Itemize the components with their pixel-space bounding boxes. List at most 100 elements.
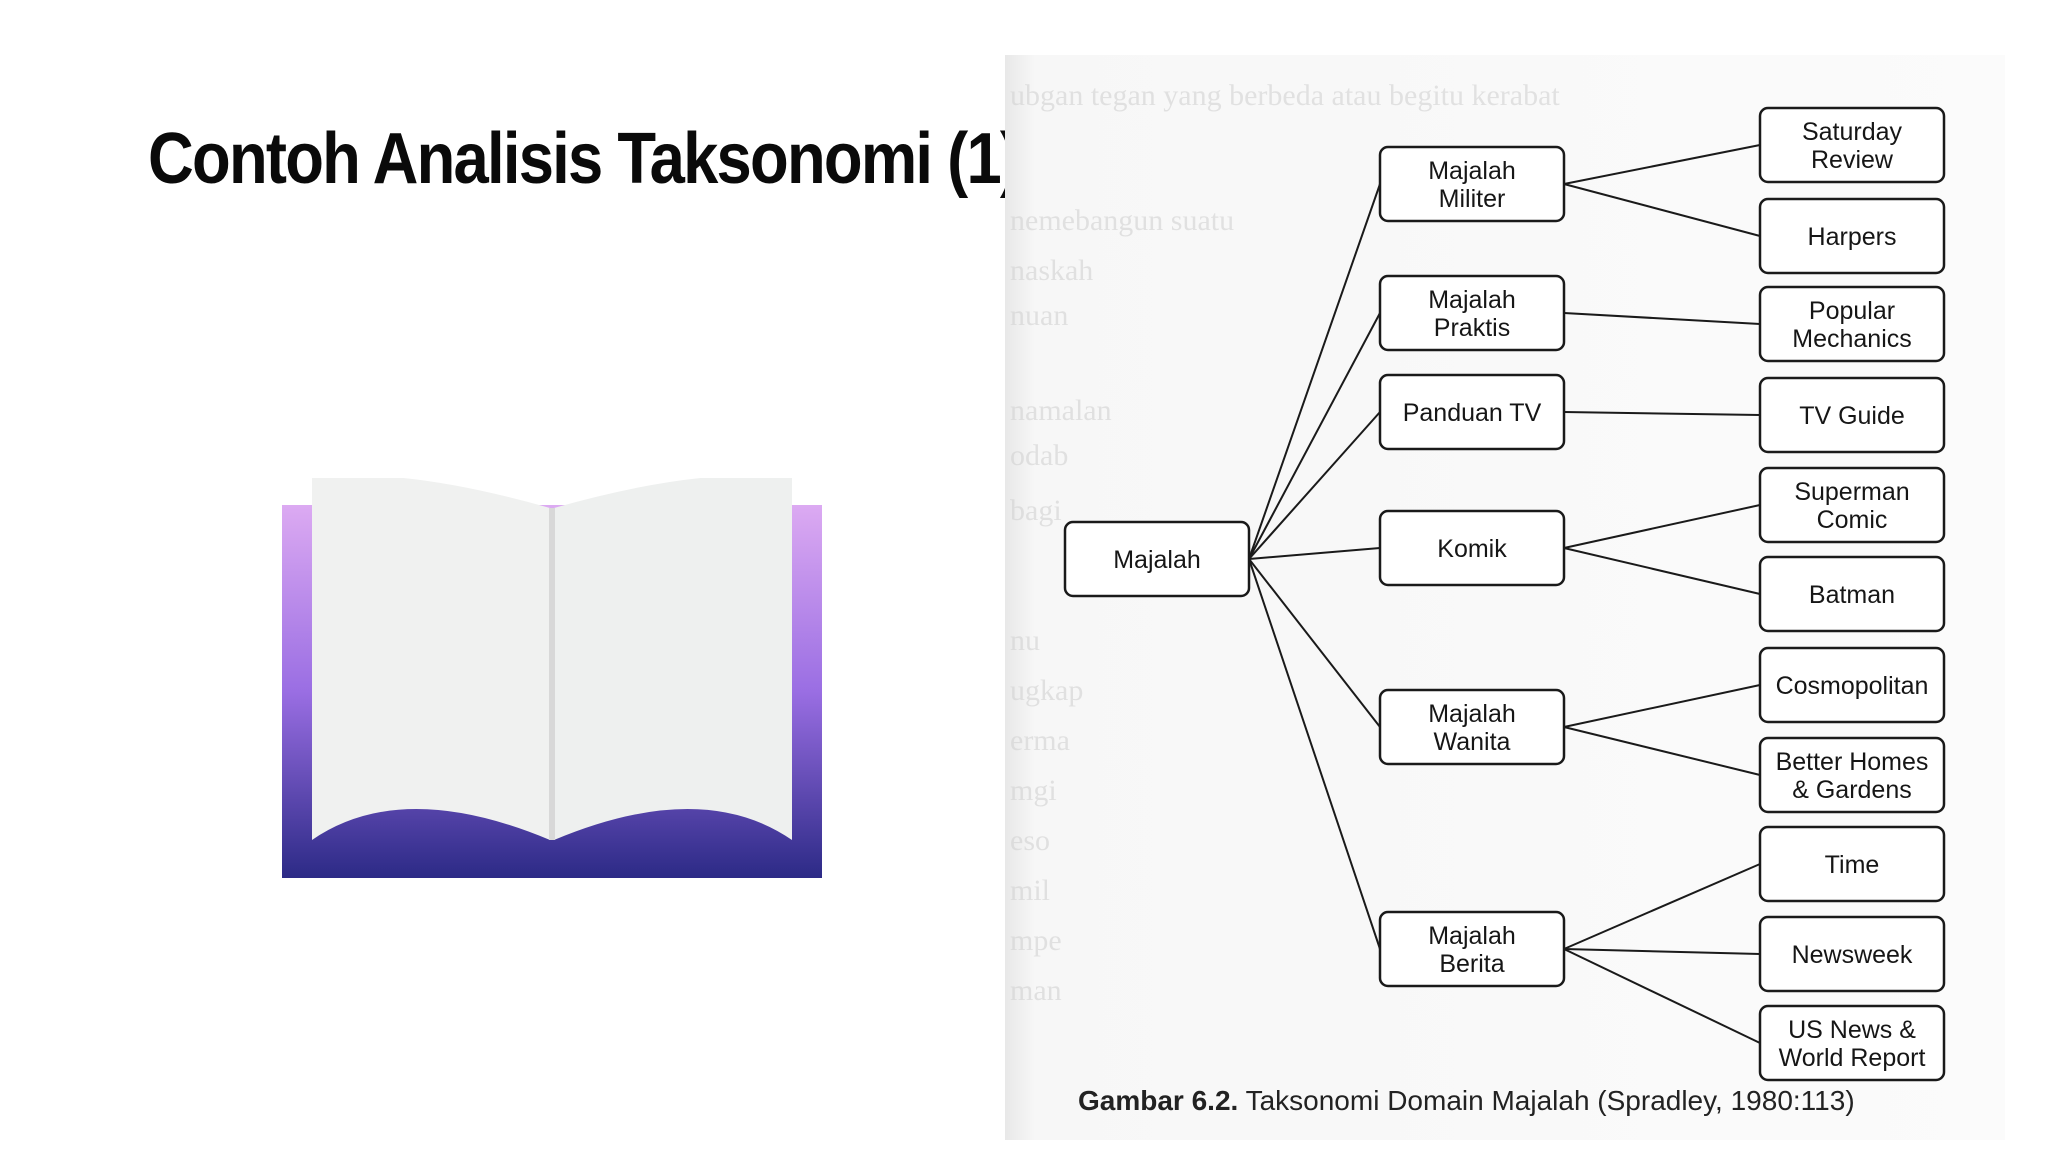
- diagram-edge: [1248, 312, 1381, 560]
- leaf-node: US News &World Report: [1758, 1004, 1946, 1082]
- leaf-node-box: [1758, 197, 1946, 275]
- root-node: Majalah: [1063, 520, 1251, 598]
- svg-text:nuan: nuan: [1010, 299, 1068, 332]
- svg-text:naskah: naskah: [1010, 254, 1093, 287]
- leaf-node-box: [1758, 646, 1946, 724]
- leaf-node-label: Review: [1811, 146, 1894, 174]
- leaf-node-label: Comic: [1817, 506, 1888, 534]
- leaf-node-label: Popular: [1809, 297, 1895, 325]
- diagram-nodes: SaturdayReviewHarpersMajalahMiliterPopul…: [1063, 106, 1946, 1082]
- leaf-node-label: Time: [1825, 851, 1880, 879]
- leaf-node-label: Saturday: [1802, 118, 1903, 146]
- category-node-label: Majalah: [1428, 286, 1516, 314]
- svg-text:mpe: mpe: [1010, 924, 1062, 957]
- leaf-node-box: [1758, 736, 1946, 814]
- leaf-node-label: Superman: [1794, 478, 1909, 506]
- svg-text:man: man: [1010, 974, 1062, 1007]
- svg-text:ubgan tegan yang berbeda atau: ubgan tegan yang berbeda atau begitu ker…: [1010, 79, 1560, 112]
- leaf-node: Newsweek: [1758, 915, 1946, 993]
- diagram-edge: [1563, 183, 1761, 237]
- category-node-label: Majalah: [1428, 922, 1516, 950]
- svg-text:bagi: bagi: [1010, 494, 1062, 527]
- root-node-box: [1063, 520, 1251, 598]
- leaf-node-label: World Report: [1779, 1044, 1926, 1072]
- svg-text:mil: mil: [1010, 874, 1050, 907]
- diagram-edge: [1563, 411, 1761, 416]
- category-node-box: [1378, 910, 1566, 988]
- svg-text:eso: eso: [1010, 824, 1050, 857]
- figure-caption-number: Gambar 6.2.: [1078, 1085, 1238, 1116]
- diagram-edge: [1563, 948, 1761, 1044]
- category-node-label: Berita: [1439, 950, 1504, 978]
- category-node: Panduan TV: [1378, 373, 1566, 451]
- svg-text:mgi: mgi: [1010, 774, 1057, 807]
- category-node-box: [1378, 145, 1566, 223]
- leaf-node-box: [1758, 376, 1946, 454]
- open-book-icon: [282, 478, 822, 878]
- category-node-label: Wanita: [1434, 728, 1511, 756]
- diagram-edge: [1248, 558, 1381, 728]
- diagram-edge: [1248, 558, 1381, 950]
- category-node-label: Komik: [1437, 535, 1507, 563]
- diagram-edge: [1563, 684, 1761, 728]
- svg-text:erma: erma: [1010, 724, 1070, 757]
- leaf-node-label: Harpers: [1808, 223, 1897, 251]
- leaf-node-box: [1758, 915, 1946, 993]
- leaf-node: Harpers: [1758, 197, 1946, 275]
- leaf-node: Time: [1758, 825, 1946, 903]
- leaf-node-label: Cosmopolitan: [1776, 672, 1929, 700]
- category-node-label: Militer: [1439, 185, 1506, 213]
- diagram-edge: [1248, 547, 1381, 560]
- slide-title: Contoh Analisis Taksonomi (1): [148, 119, 1021, 199]
- diagram-edge: [1563, 726, 1761, 776]
- leaf-node: TV Guide: [1758, 376, 1946, 454]
- figure-caption: Gambar 6.2. Taksonomi Domain Majalah (Sp…: [1078, 1085, 1855, 1116]
- category-node-box: [1378, 274, 1566, 352]
- diagram-edge: [1563, 948, 1761, 955]
- category-node-label: Praktis: [1434, 314, 1510, 342]
- category-node: Komik: [1378, 509, 1566, 587]
- svg-text:ugkap: ugkap: [1010, 674, 1083, 707]
- leaf-node-box: [1758, 466, 1946, 544]
- category-node-box: [1378, 509, 1566, 587]
- category-node-label: Majalah: [1428, 700, 1516, 728]
- category-node-box: [1378, 373, 1566, 451]
- leaf-node-box: [1758, 285, 1946, 363]
- leaf-node-box: [1758, 825, 1946, 903]
- diagram-edge: [1563, 144, 1761, 185]
- root-node-label: Majalah: [1113, 546, 1201, 574]
- leaf-node-box: [1758, 555, 1946, 633]
- diagram-edge: [1563, 863, 1761, 950]
- leaf-node-label: US News &: [1788, 1016, 1916, 1044]
- leaf-node-label: TV Guide: [1799, 402, 1905, 430]
- category-node-label: Majalah: [1428, 157, 1516, 185]
- diagram-edge: [1563, 504, 1761, 549]
- background-page-text: ubgan tegan yang berbeda atau begitu ker…: [1010, 79, 1560, 1007]
- leaf-node-box: [1758, 1004, 1946, 1082]
- leaf-node-label: Better Homes: [1776, 748, 1929, 776]
- leaf-node-label: Mechanics: [1792, 325, 1912, 353]
- figure-caption-text: Taksonomi Domain Majalah (Spradley, 1980…: [1238, 1085, 1854, 1116]
- leaf-node-box: [1758, 106, 1946, 184]
- category-node-label: Panduan TV: [1403, 399, 1542, 427]
- diagram-edges: [1248, 144, 1761, 1044]
- diagram-edge: [1563, 312, 1761, 325]
- diagram-edge: [1248, 183, 1381, 560]
- leaf-node-label: Newsweek: [1792, 941, 1913, 969]
- leaf-node: Batman: [1758, 555, 1946, 633]
- leaf-node-label: Batman: [1809, 581, 1895, 609]
- svg-text:nu: nu: [1010, 624, 1040, 657]
- svg-text:namalan: namalan: [1010, 394, 1112, 427]
- category-node-box: [1378, 688, 1566, 766]
- leaf-node: Cosmopolitan: [1758, 646, 1946, 724]
- diagram-edge: [1563, 547, 1761, 595]
- svg-text:nemebangun suatu: nemebangun suatu: [1010, 204, 1234, 237]
